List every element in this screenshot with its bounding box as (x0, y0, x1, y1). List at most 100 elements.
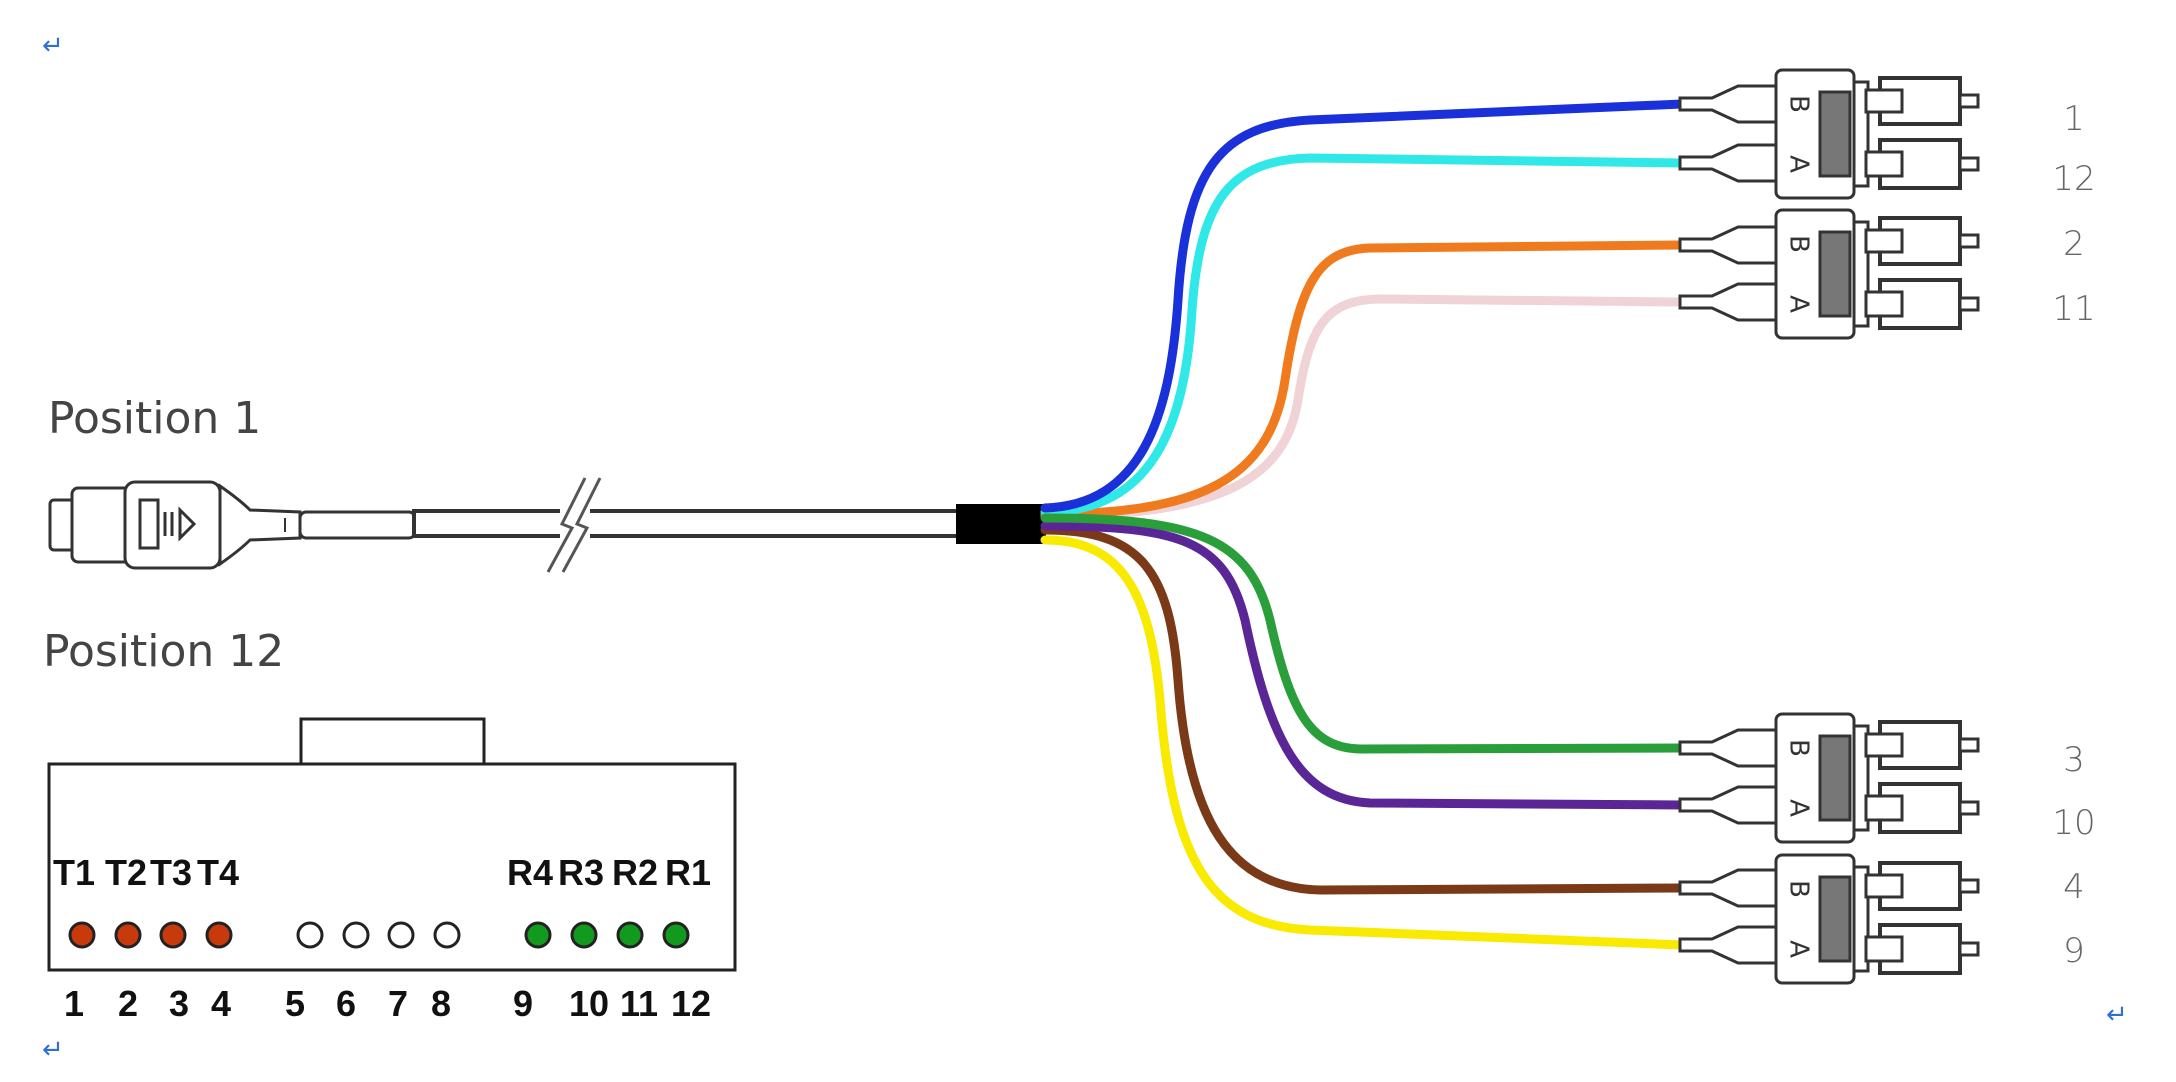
connector-boot (1678, 282, 1780, 322)
connector-boot (1678, 143, 1780, 183)
fiber-position-9-rx (524, 921, 552, 949)
fiber-9 (1040, 535, 1687, 950)
connector-boot (1678, 84, 1780, 124)
fiber-position-10-rx (570, 921, 598, 949)
fiber-2 (1040, 240, 1687, 519)
connector-band (1818, 90, 1852, 178)
fiber-number-label: 1 (2063, 99, 2085, 139)
lc-ferrule (1864, 88, 1904, 114)
fiber-position-11-rx (616, 921, 644, 949)
fiber-number-label: 9 (2063, 931, 2085, 971)
fiber-position-2-tx (114, 921, 142, 949)
lc-ferrule (1864, 228, 1904, 254)
fiber-1 (1040, 99, 1687, 513)
fiber-4 (1040, 525, 1687, 895)
tx-label: T1 (53, 852, 95, 893)
connector-boot (1678, 868, 1780, 908)
fiber-10 (1040, 521, 1687, 810)
lc-duplex-connector: BA (1678, 712, 1980, 844)
lc-tip (1958, 737, 1980, 753)
lc-tip (1958, 156, 1980, 172)
latch-label: A (1784, 295, 1814, 313)
tx-label: T3 (150, 852, 192, 893)
latch-label: A (1784, 155, 1814, 173)
latch-label: A (1784, 799, 1814, 817)
fiber-number-label: 4 (2063, 867, 2085, 907)
lc-tip (1958, 800, 1980, 816)
return-mark: ↵ (2106, 1000, 2128, 1030)
fiber-position-8-unused (433, 921, 461, 949)
fiber-number-label: 10 (2052, 803, 2095, 843)
fiber-number-label: 12 (2052, 159, 2095, 199)
fiber-number-label: 11 (2052, 289, 2095, 329)
lc-duplex-connector: BA (1678, 208, 1980, 340)
lc-ferrule (1864, 732, 1904, 758)
latch-label: B (1784, 235, 1814, 253)
fiber-number-labels: 1 12 2 11 3 10 4 9 (2052, 99, 2095, 971)
connector-band (1818, 230, 1852, 318)
pin-number: 3 (169, 983, 189, 1024)
fiber-position-7-unused (387, 921, 415, 949)
lc-duplex-connector: BA (1678, 853, 1980, 985)
breakout-sleeve (956, 504, 1046, 544)
fiber-position-4-tx (205, 921, 233, 949)
lc-ferrule (1864, 290, 1904, 318)
pin-number: 11 (620, 983, 658, 1024)
fiber-position-12-rx (662, 921, 690, 949)
fiber-position-3-tx (159, 921, 187, 949)
return-mark: ↵ (42, 31, 64, 61)
position-1-label: Position 1 (48, 393, 261, 444)
mpo-connector (48, 480, 417, 570)
pin-number: 9 (513, 983, 533, 1024)
connector-boot (1678, 225, 1780, 265)
fiber-number-label: 2 (2063, 224, 2085, 264)
latch-label: B (1784, 739, 1814, 757)
connector-boot (1678, 925, 1780, 965)
trunk-cable (412, 477, 1046, 573)
pin-number: 5 (285, 983, 305, 1024)
lc-tip (1958, 296, 1980, 312)
fiber-group (1040, 99, 1687, 950)
pin-number: 2 (118, 983, 138, 1024)
pin-number: 7 (388, 983, 408, 1024)
rx-label: R4 (507, 852, 553, 893)
tx-label: T4 (197, 852, 239, 893)
pin-number: 8 (431, 983, 451, 1024)
connector-boot (1678, 785, 1780, 825)
fiber-number-label: 3 (2063, 740, 2085, 780)
return-mark: ↵ (42, 1035, 64, 1065)
lc-ferrule (1864, 935, 1904, 963)
lc-duplex-connector: BA (1678, 68, 1980, 200)
lc-ferrule (1864, 873, 1904, 899)
rx-label: R2 (612, 852, 658, 893)
mpo-key-tab (299, 717, 486, 766)
connector-boot (1678, 728, 1780, 768)
fiber-position-1-tx (68, 921, 96, 949)
fiber-position-6-unused (342, 921, 370, 949)
lc-ferrule (1864, 794, 1904, 822)
latch-label: B (1784, 95, 1814, 113)
connector-band (1818, 734, 1852, 822)
connector-band (1818, 875, 1852, 963)
position-12-label: Position 12 (43, 626, 284, 677)
rx-label: R1 (665, 852, 711, 893)
latch-label: A (1784, 940, 1814, 958)
pin-number: 4 (211, 983, 231, 1024)
pin-number: 12 (671, 983, 711, 1024)
lc-tip (1958, 941, 1980, 957)
pin-number: 1 (64, 983, 84, 1024)
fiber-3 (1040, 513, 1687, 754)
lc-tip (1958, 93, 1980, 109)
latch-label: B (1784, 880, 1814, 898)
fiber-12 (1040, 153, 1687, 517)
fiber-11 (1040, 294, 1687, 521)
lc-tip (1958, 233, 1980, 249)
lc-ferrule (1864, 150, 1904, 178)
pin-number: 6 (336, 983, 356, 1024)
pin-number: 10 (569, 983, 609, 1024)
lc-tip (1958, 878, 1980, 894)
fiber-position-5-unused (296, 921, 324, 949)
